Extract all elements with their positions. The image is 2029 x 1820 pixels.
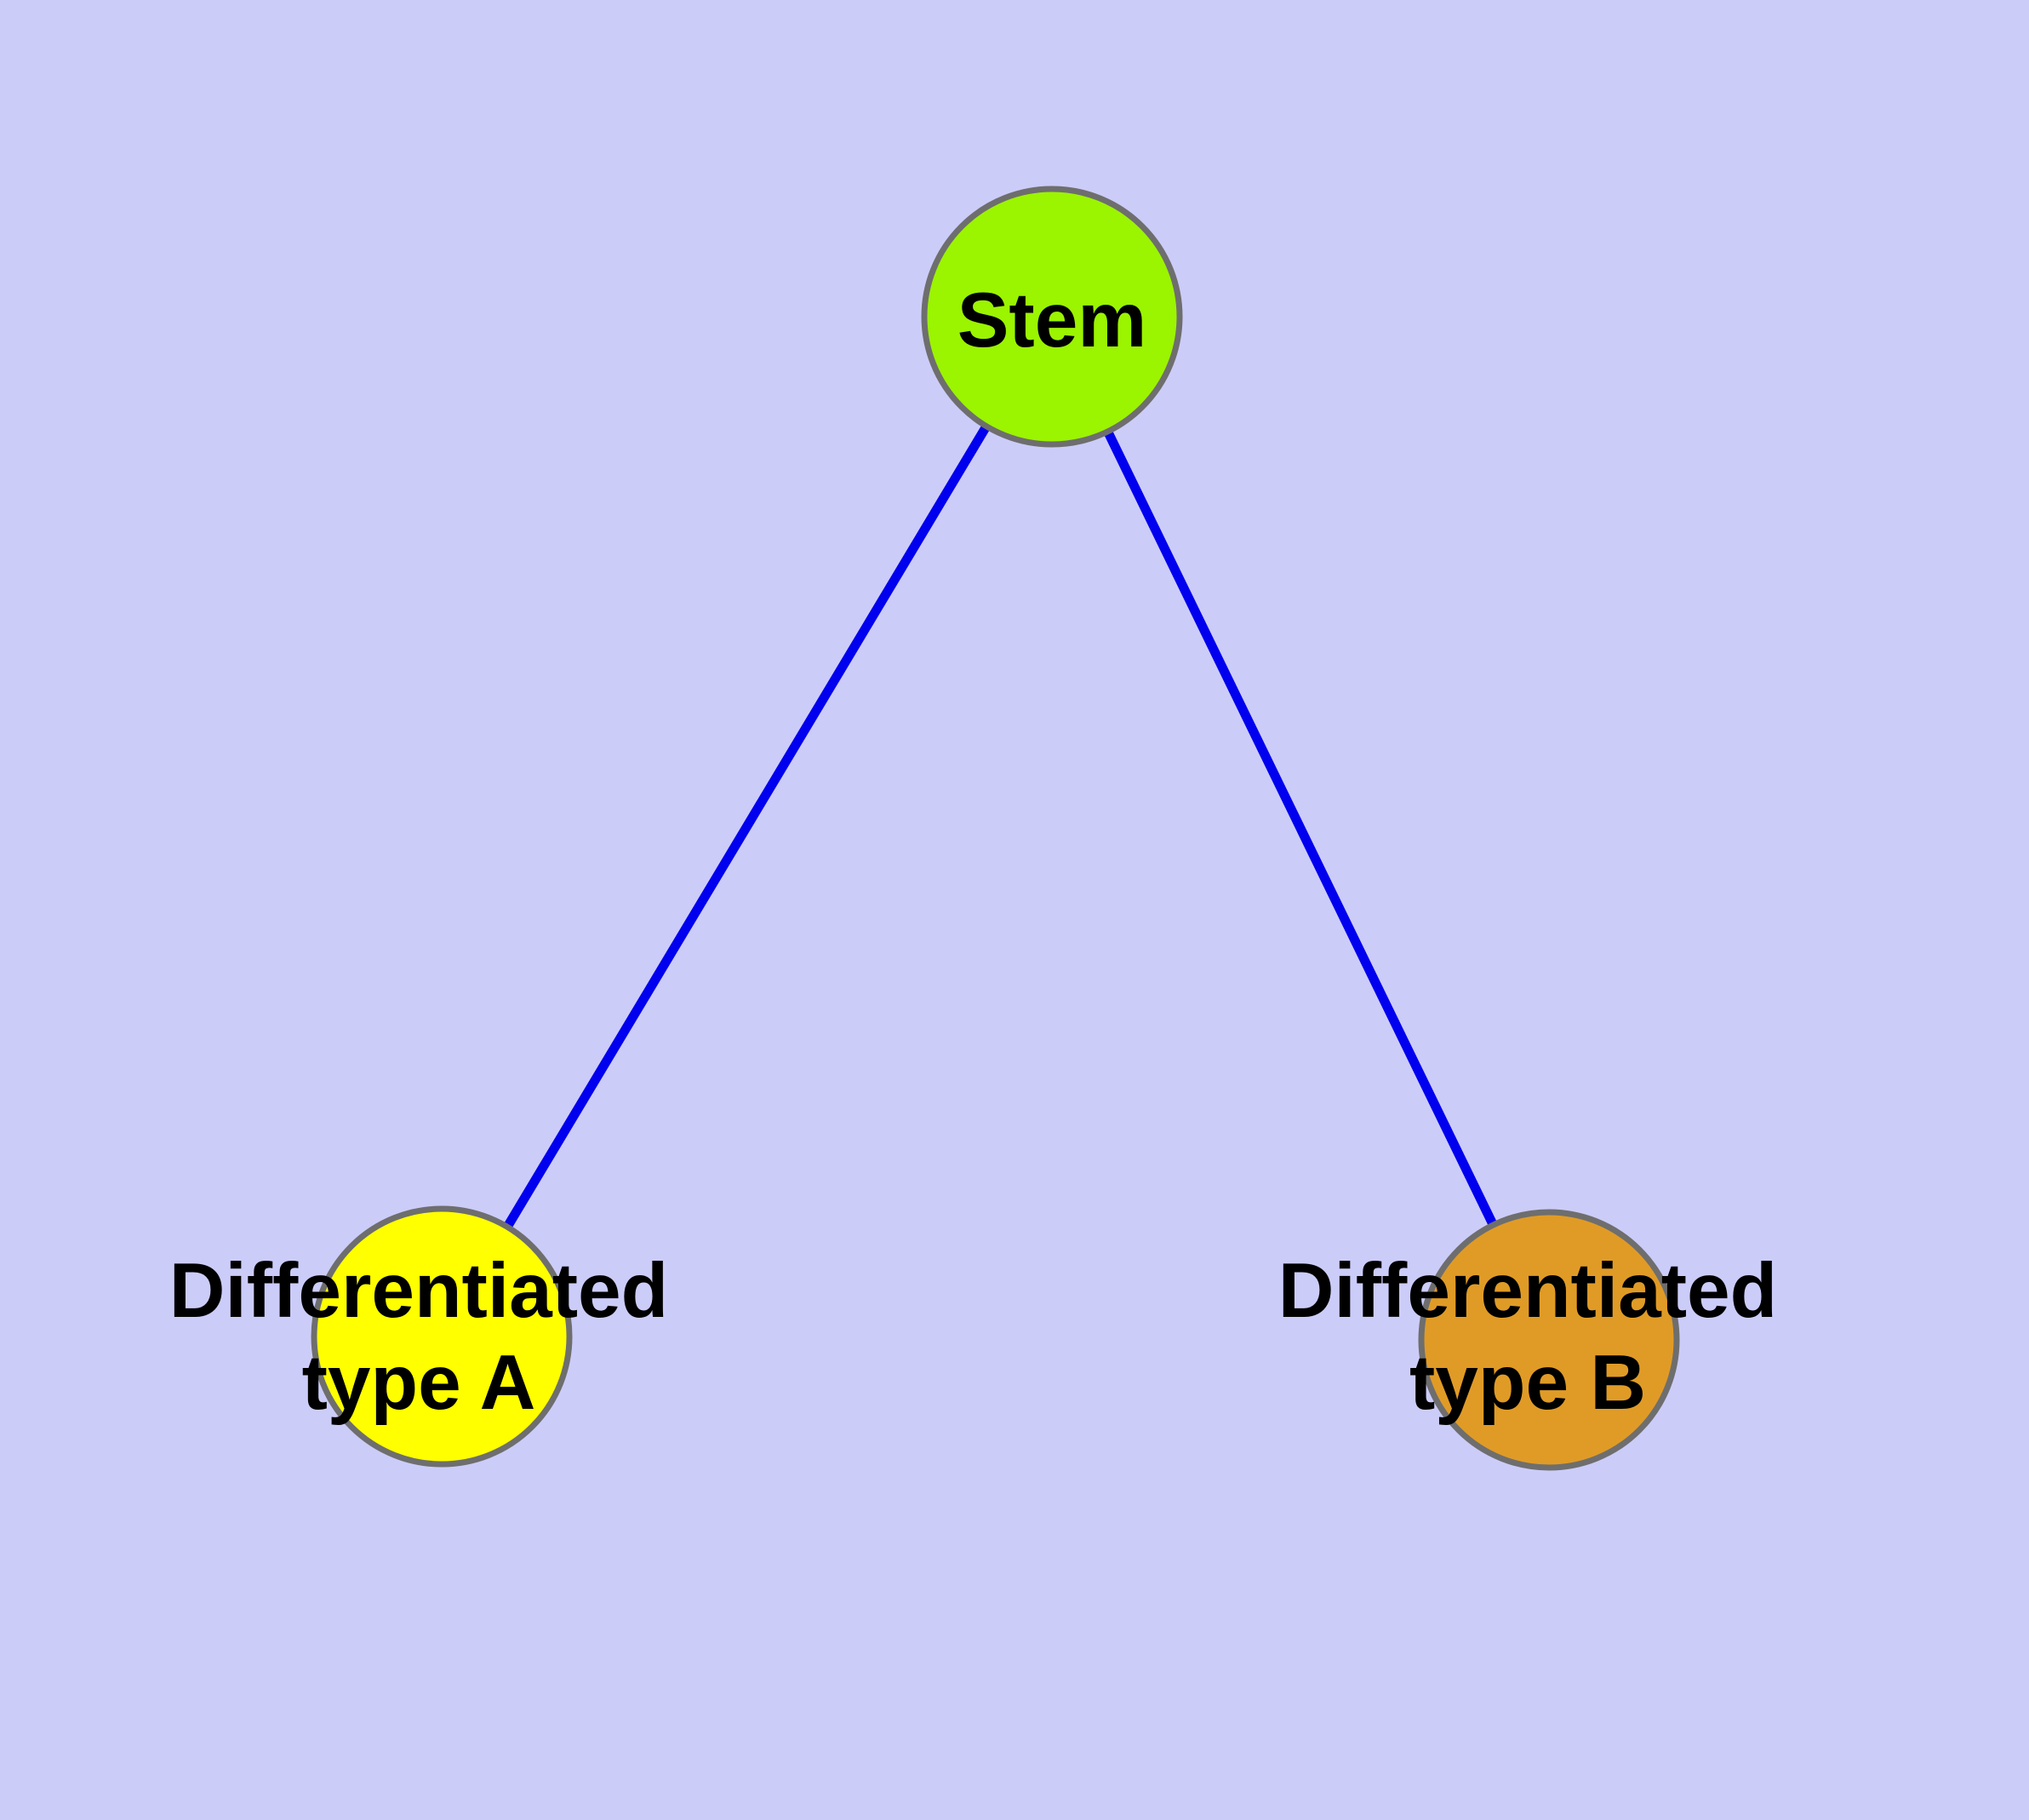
edges-layer xyxy=(437,314,1553,1342)
edge-stem-diff_b[interactable] xyxy=(1048,314,1553,1342)
node-label-stem: Stem xyxy=(957,278,1147,363)
node-circle-diff_b[interactable] xyxy=(1418,1209,1680,1471)
node-label-line: Differentiated xyxy=(169,1248,669,1334)
node-stem[interactable] xyxy=(921,186,1183,448)
node-label-line: Stem xyxy=(957,278,1147,363)
edge-stem-diff_a[interactable] xyxy=(437,314,1056,1339)
node-label-line: type A xyxy=(302,1340,536,1426)
node-label-line: type B xyxy=(1409,1340,1646,1426)
node-diff_a[interactable] xyxy=(311,1205,573,1468)
node-diff_b[interactable] xyxy=(1418,1209,1680,1471)
node-label-line: Differentiated xyxy=(1278,1248,1778,1334)
node-circle-stem[interactable] xyxy=(921,186,1183,448)
node-circle-diff_a[interactable] xyxy=(311,1205,573,1468)
